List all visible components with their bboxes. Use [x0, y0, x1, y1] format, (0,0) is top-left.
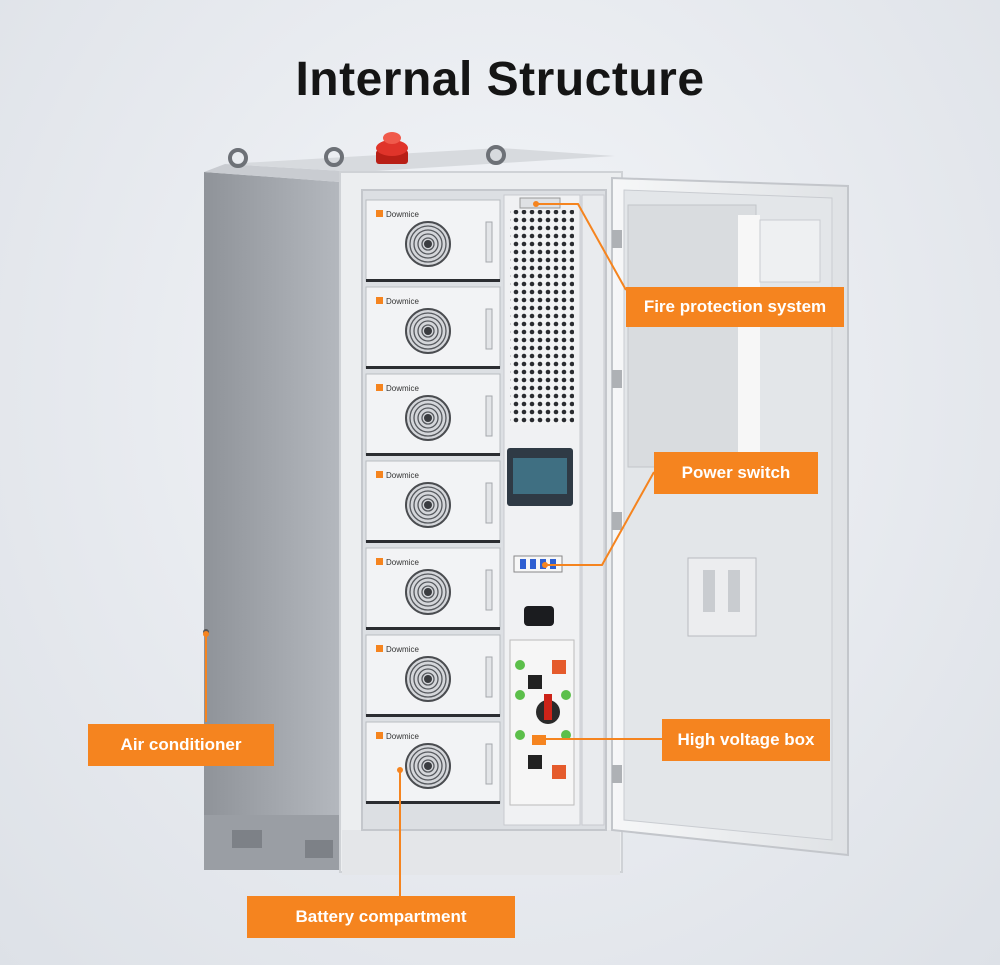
brand-label: Dowmice	[386, 297, 419, 306]
leader-fire-protection	[536, 203, 627, 291]
callout-power-switch: Power switch	[654, 452, 818, 494]
cabinet-side-panel	[203, 164, 360, 870]
battery-module: Dowmice	[365, 199, 501, 282]
brand-logo-icon	[376, 471, 383, 478]
brand-logo-icon	[376, 645, 383, 652]
callout-battery-compartment: Battery compartment	[247, 896, 515, 938]
brand-label: Dowmice	[386, 732, 419, 741]
brand-label: Dowmice	[386, 471, 419, 480]
leader-power-switch	[545, 471, 655, 566]
brand-logo-icon	[376, 210, 383, 217]
battery-module: Dowmice	[365, 373, 501, 456]
ventilation-mesh	[510, 210, 574, 425]
brand-label: Dowmice	[386, 645, 419, 654]
control-column	[503, 194, 581, 826]
battery-module: Dowmice	[365, 547, 501, 630]
alarm-light-icon	[376, 132, 408, 164]
battery-module: Dowmice	[365, 460, 501, 543]
brand-label: Dowmice	[386, 558, 419, 567]
callout-high-voltage-box: High voltage box	[662, 719, 830, 761]
cabinet-door	[611, 176, 849, 857]
cabinet-top	[225, 148, 615, 172]
battery-module: Dowmice	[365, 721, 501, 804]
battery-module: Dowmice	[365, 634, 501, 717]
brand-label: Dowmice	[386, 210, 419, 219]
callout-leaders	[205, 203, 662, 897]
brand-logo-icon	[376, 384, 383, 391]
lifting-eye-icon	[228, 145, 506, 168]
battery-module: Dowmice	[365, 286, 501, 369]
leader-dot-icon	[203, 201, 548, 773]
high-voltage-box	[509, 639, 575, 806]
brand-logo-icon	[376, 558, 383, 565]
battery-compartment: DowmiceDowmiceDowmiceDowmiceDowmiceDowmi…	[365, 199, 501, 804]
callout-air-conditioner: Air conditioner	[88, 724, 274, 766]
brand-logo-icon	[376, 732, 383, 739]
brand-label: Dowmice	[386, 384, 419, 393]
door-holder-bracket	[687, 557, 757, 637]
brand-logo-icon	[376, 297, 383, 304]
callout-fire-protection-system: Fire protection system	[626, 287, 844, 327]
page-title: Internal Structure	[295, 53, 705, 106]
